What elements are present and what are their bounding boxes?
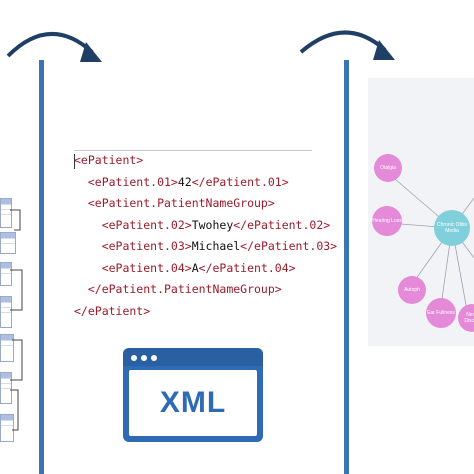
code-line: <ePatient.04>A</ePatient.04>: [74, 260, 296, 275]
code-line: <ePatient.PatientNameGroup>: [74, 196, 275, 210]
table-thumbnail: [0, 414, 14, 442]
graph-node: Autoph: [398, 276, 426, 304]
divider-left: [39, 60, 44, 474]
table-thumbnail: [0, 262, 12, 286]
graph-node: Ear Fullness: [426, 298, 456, 328]
table-thumbnail: [0, 296, 12, 328]
graph-node: Hearing Loss: [372, 206, 402, 236]
graph-node: Neck Discha: [458, 304, 474, 332]
flow-arrow-1: [6, 31, 102, 62]
table-thumbnail: [0, 334, 14, 362]
graph-node: Otalgia: [374, 154, 402, 182]
text-cursor: [74, 154, 75, 169]
table-thumbnail: [0, 198, 12, 228]
graph-node-center: Chronic Otitis Media: [434, 210, 470, 246]
table-connectors: [10, 209, 23, 431]
xml-file-icon: XML: [123, 348, 263, 442]
divider-right: [344, 60, 349, 474]
code-line: </ePatient.PatientNameGroup>: [74, 282, 282, 296]
xml-code-block: <ePatient> <ePatient.01>42</ePatient.01>…: [74, 150, 338, 322]
code-line: </ePatient>: [74, 303, 151, 318]
table-thumbnail: [0, 232, 16, 254]
code-line: <ePatient>: [74, 153, 144, 167]
knowledge-graph-panel: Otalgia Hearing Loss Chronic Otitis Medi…: [368, 78, 474, 346]
table-thumbnail: [0, 372, 12, 404]
code-line: <ePatient.01>42</ePatient.01>: [74, 174, 289, 189]
code-line: <ePatient.03>Michael</ePatient.03>: [74, 239, 338, 253]
xml-icon-label: XML: [159, 386, 227, 419]
code-line: <ePatient.02>Twohey</ePatient.02>: [74, 217, 331, 232]
flow-arrow-2: [299, 30, 395, 60]
